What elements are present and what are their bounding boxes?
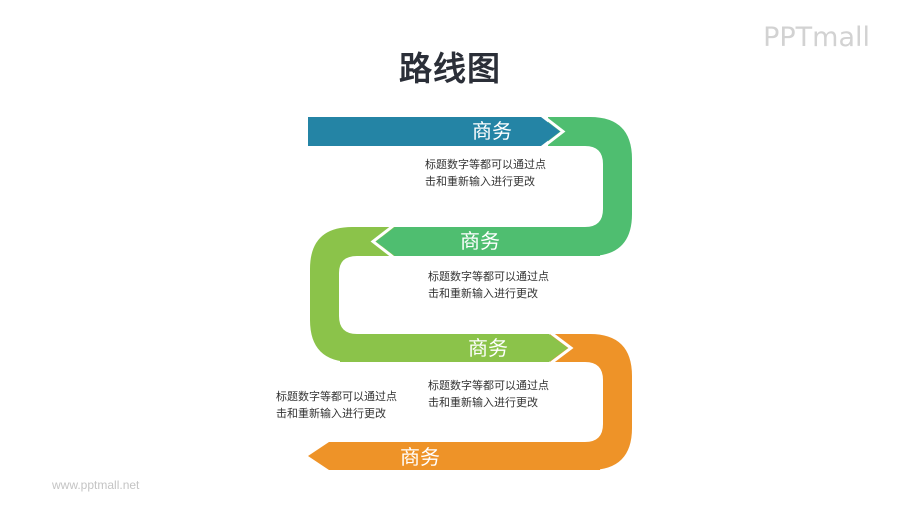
step-description-1: 标题数字等都可以通过点 击和重新输入进行更改 (425, 156, 575, 190)
website-footer: www.pptmall.net (52, 478, 140, 492)
step-label-4: 商务 (400, 445, 440, 469)
step-label-1: 商务 (472, 119, 512, 143)
blue-arrow (308, 117, 560, 146)
description-line: 击和重新输入进行更改 (276, 407, 386, 420)
description-line: 标题数字等都可以通过点 (425, 158, 546, 171)
description-line: 击和重新输入进行更改 (428, 396, 538, 409)
description-line: 标题数字等都可以通过点 (428, 379, 549, 392)
light-green-curve (310, 227, 440, 362)
step-description-4: 标题数字等都可以通过点 击和重新输入进行更改 (276, 388, 426, 422)
description-line: 标题数字等都可以通过点 (276, 390, 397, 403)
step-label-2: 商务 (460, 229, 500, 253)
description-line: 击和重新输入进行更改 (428, 287, 538, 300)
step-description-2: 标题数字等都可以通过点 击和重新输入进行更改 (428, 268, 578, 302)
orange-arrow (308, 442, 600, 470)
step-description-3: 标题数字等都可以通过点 击和重新输入进行更改 (428, 377, 578, 411)
light-green-arrow (340, 334, 568, 362)
pptmall-logo: PPTmall (763, 22, 870, 53)
green-arrow (376, 227, 600, 256)
step-label-3: 商务 (468, 336, 508, 360)
description-line: 标题数字等都可以通过点 (428, 270, 549, 283)
description-line: 击和重新输入进行更改 (425, 175, 535, 188)
page-title: 路线图 (399, 49, 501, 88)
